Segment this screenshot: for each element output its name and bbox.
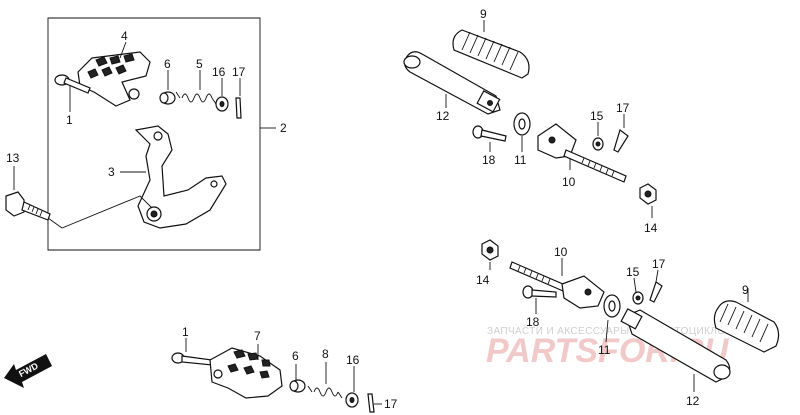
- callout-17-lower: 17: [384, 397, 398, 411]
- part-10-clevis-lower: [509, 261, 605, 309]
- callout-15-upper: 15: [590, 109, 604, 123]
- part-5-spring: [175, 91, 217, 105]
- part-17-cotter-upper-right: [613, 129, 629, 153]
- callout-5: 5: [196, 57, 203, 71]
- part-12-shaft-lower: [620, 308, 731, 383]
- callout-8: 8: [322, 347, 329, 361]
- callout-15-lower: 15: [626, 265, 640, 279]
- watermark-line1: ЗАПЧАСТИ И АКСЕССУАРЫ ДЛЯ МОТОЦИКЛОВ: [487, 326, 733, 337]
- part-6-collar-lower: [289, 379, 306, 393]
- part-17-cotter-lower: [367, 393, 375, 413]
- callout-9-upper: 9: [480, 7, 487, 21]
- callout-13: 13: [6, 151, 20, 165]
- part-9-rubber-lower: [713, 300, 780, 353]
- part-9-rubber-upper: [452, 29, 530, 79]
- part-15-washer-upper: [592, 137, 604, 151]
- part-16-washer-lower: [345, 392, 359, 408]
- callout-18-lower: 18: [526, 315, 540, 329]
- callout-7: 7: [254, 329, 261, 343]
- callout-1-lower: 1: [182, 325, 189, 339]
- callout-1-upper: 1: [66, 113, 73, 127]
- callout-16-lower: 16: [346, 353, 360, 367]
- part-10-clevis-upper: [537, 123, 627, 183]
- callout-11-upper: 11: [514, 153, 527, 167]
- leader-13-assembly: [47, 195, 153, 229]
- callout-3: 3: [108, 165, 115, 179]
- part-4-step: [77, 51, 151, 107]
- leader-17c: [655, 269, 659, 283]
- callout-10-lower: 10: [554, 245, 568, 259]
- leader-11b: [605, 319, 609, 343]
- part-14-nut-lower: [481, 239, 499, 261]
- part-17-cotter-lower-right: [649, 281, 663, 303]
- callout-12-upper: 12: [436, 109, 450, 123]
- part-12-shaft-upper: [403, 51, 501, 115]
- callout-2: 2: [280, 121, 287, 135]
- fwd-arrow-icon: FWD: [4, 354, 52, 388]
- callout-11-lower: 11: [598, 343, 611, 357]
- part-11-washer-upper: [513, 112, 531, 136]
- callout-6-upper: 6: [164, 57, 171, 71]
- callout-17-lower-right: 17: [652, 257, 666, 271]
- part-1-pin-lower: [171, 352, 213, 366]
- callout-14-upper: 14: [644, 221, 658, 235]
- callout-16-upper: 16: [212, 65, 226, 79]
- part-16-washer-upper: [215, 96, 229, 112]
- callout-18-upper: 18: [482, 153, 496, 167]
- callout-17-upper-right: 17: [616, 101, 630, 115]
- part-3-bracket: [134, 125, 227, 229]
- callout-6-lower: 6: [292, 349, 299, 363]
- leader-4: [119, 41, 127, 59]
- callout-17-upper: 17: [232, 65, 246, 79]
- part-8-spring: [307, 385, 343, 399]
- part-11-washer-lower: [603, 294, 621, 318]
- callout-14-lower: 14: [476, 273, 490, 287]
- callout-10-upper: 10: [562, 175, 576, 189]
- part-18-pin-lower: [522, 285, 557, 299]
- part-18-pin-upper: [472, 125, 507, 142]
- part-15-washer-lower: [632, 291, 644, 305]
- callout-4: 4: [121, 29, 128, 43]
- part-17-cotter-upper: [235, 97, 242, 119]
- part-14-nut-upper: [639, 183, 657, 205]
- part-13-bolt: [5, 191, 51, 221]
- callout-9-lower: 9: [742, 283, 749, 297]
- part-1-pin-upper: [54, 74, 91, 94]
- leader-15b: [633, 277, 637, 293]
- callout-12-lower: 12: [686, 394, 700, 408]
- assembly-frame: [47, 17, 261, 251]
- part-6-collar-upper: [159, 91, 176, 105]
- part-7-step: [209, 347, 283, 399]
